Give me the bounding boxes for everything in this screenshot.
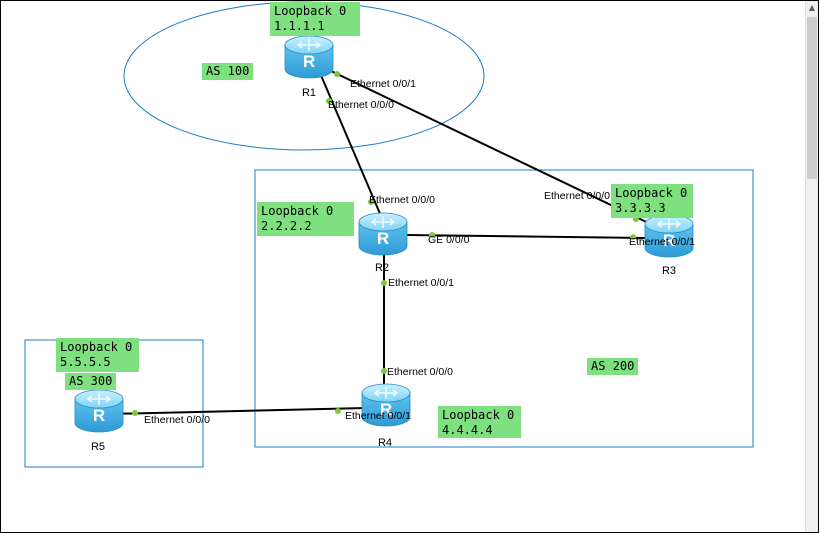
loopback-note-r4: Loopback 0 4.4.4.4 [438, 406, 521, 438]
vertical-scrollbar[interactable]: ▲ [805, 1, 818, 532]
port-label-r5-e000: Ethernet 0/0/0 [144, 414, 210, 426]
port-dot [326, 98, 332, 104]
loopback-ip: 3.3.3.3 [615, 201, 666, 215]
as300-label: AS 300 [65, 373, 117, 390]
link-r1-r2 [316, 65, 382, 217]
loopback-label: Loopback 0 [261, 204, 334, 218]
port-dot [334, 71, 340, 77]
port-label-r2-ge000: GE 0/0/0 [428, 234, 470, 246]
port-label-r3-e000: Ethernet 0/0/0 [544, 190, 610, 202]
loopback-ip: 2.2.2.2 [261, 219, 312, 233]
router-icon[interactable] [74, 389, 124, 433]
port-label-r4-e000: Ethernet 0/0/0 [387, 366, 453, 378]
loopback-label: Loopback 0 [442, 408, 515, 422]
loopback-ip: 5.5.5.5 [60, 355, 111, 369]
scroll-thumb[interactable] [807, 17, 817, 179]
loopback-note-r5: Loopback 0 5.5.5.5 [56, 338, 139, 372]
router-icon[interactable] [358, 212, 408, 256]
router-name-r2: R2 [374, 262, 390, 274]
scroll-up-arrow-icon[interactable]: ▲ [808, 3, 816, 12]
loopback-label: Loopback 0 [615, 186, 688, 200]
as200-label: AS 200 [587, 358, 639, 375]
link-r2-r3 [405, 234, 647, 239]
loopback-label: Loopback 0 [60, 340, 133, 354]
loopback-ip: 1.1.1.1 [274, 19, 325, 33]
as200-area [254, 169, 754, 448]
port-dot [368, 199, 374, 205]
port-dot [132, 410, 138, 416]
link-r1-r3 [330, 70, 662, 230]
port-dot [630, 234, 636, 240]
loopback-label: Loopback 0 [274, 4, 347, 18]
port-dot [335, 408, 341, 414]
port-label-r3-e001: Ethernet 0/0/1 [629, 236, 695, 248]
port-label-r1-e000: Ethernet 0/0/0 [328, 99, 394, 111]
loopback-note-r3: Loopback 0 3.3.3.3 [611, 184, 693, 218]
loopback-note-r1: Loopback 0 1.1.1.1 [270, 2, 360, 36]
port-label-r1-e001: Ethernet 0/0/1 [350, 78, 416, 90]
router-icon[interactable] [284, 35, 334, 79]
port-label-r2-e001: Ethernet 0/0/1 [388, 277, 454, 289]
router-name-r5: R5 [90, 441, 106, 453]
port-dot [381, 368, 387, 374]
loopback-ip: 4.4.4.4 [442, 423, 493, 437]
router-name-r1: R1 [301, 87, 317, 99]
port-label-r4-e001: Ethernet 0/0/1 [345, 410, 411, 422]
port-label-r2-e000: Ethernet 0/0/0 [369, 194, 435, 206]
port-dot [429, 232, 435, 238]
loopback-note-r2: Loopback 0 2.2.2.2 [257, 202, 354, 236]
as100-label: AS 100 [202, 63, 254, 80]
link-r4-r5 [108, 407, 367, 415]
router-name-r4: R4 [377, 437, 393, 449]
port-dot [381, 280, 387, 286]
router-name-r3: R3 [661, 265, 677, 277]
